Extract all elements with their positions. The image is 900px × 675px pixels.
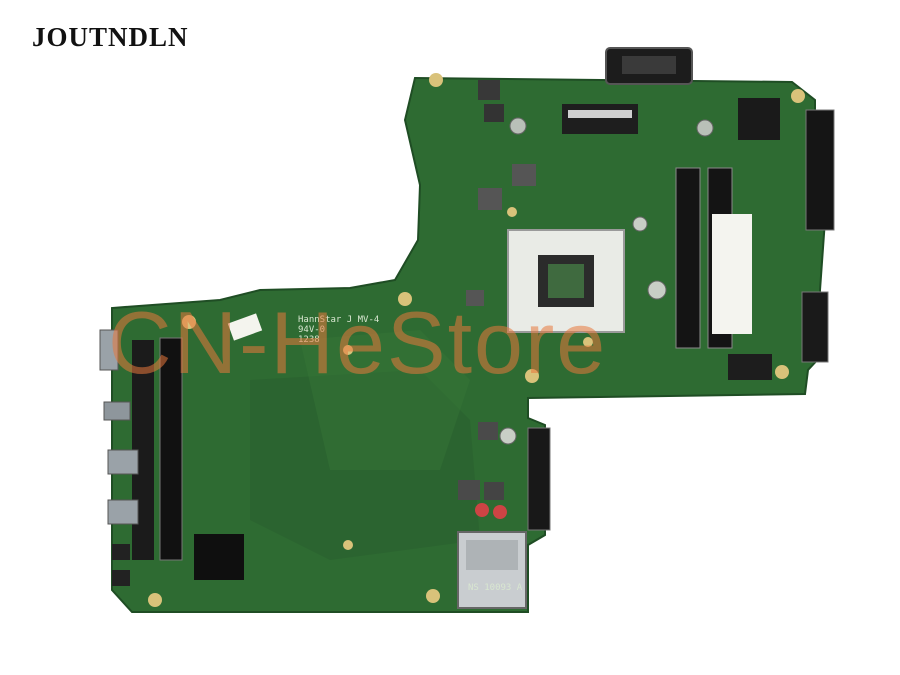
ram-slot-1 [675,167,701,349]
hdmi-port [103,401,131,421]
bios-chip [194,534,244,580]
usb-port-1 [107,449,139,475]
controller-chip [728,354,772,380]
io-chip [738,98,780,140]
mini-pcie-slot [562,104,638,134]
hdd-connector [527,427,551,531]
watermark-text: CN-HeStore [108,293,608,392]
odd-connector [801,291,829,363]
usb-port-2 [107,499,139,525]
ram-label [712,214,752,334]
audio-jack-2 [112,570,130,586]
silk-rating: 94V-0 [298,325,325,335]
silk-maker: HannStar J MV-4 [298,315,379,325]
brand-logo: JOUTNDLN [32,22,189,52]
vga-port [99,329,119,371]
sata-connector [805,109,835,231]
audio-jack-1 [112,544,130,560]
warranty-sticker [227,313,263,341]
silk-card-slot: NS 10093 A [468,583,523,593]
ddr-connector-left [159,337,183,561]
silk-date: 1238 [298,335,320,345]
